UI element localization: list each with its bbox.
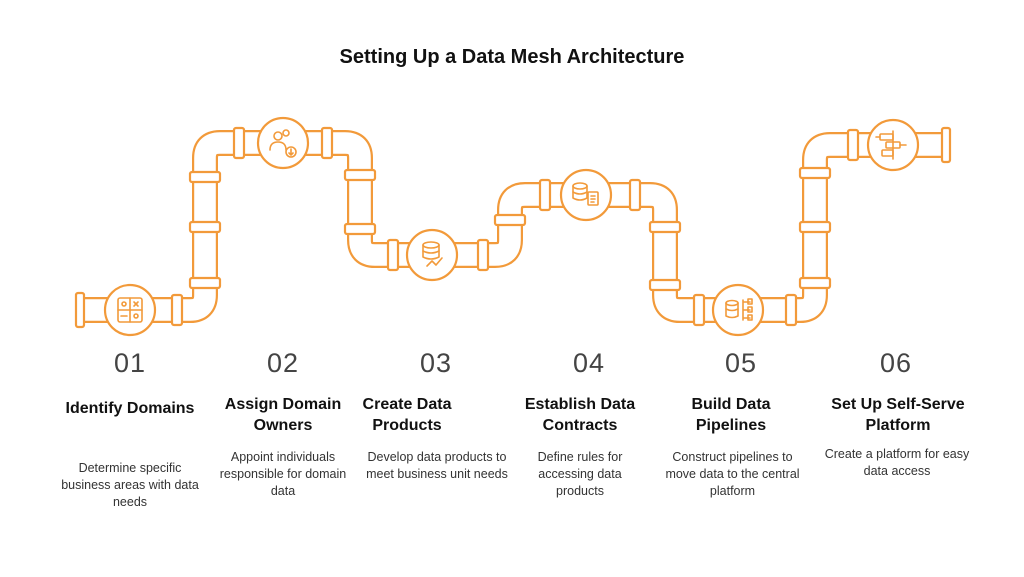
step-description: Determine specific business areas with d…	[61, 461, 199, 509]
step-description: Appoint individuals responsible for doma…	[219, 450, 347, 498]
step-number: 04	[572, 348, 606, 378]
step-description: Construct pipelines to move data to the …	[665, 450, 800, 498]
step-title: Identify Domains	[65, 400, 195, 417]
diagram-title: Setting Up a Data Mesh Architecture	[339, 46, 685, 68]
step-number: 06	[879, 348, 913, 378]
step-description: Create a platform for easy data access	[824, 447, 970, 478]
step-number: 03	[419, 348, 453, 378]
step-description: Develop data products to meet business u…	[366, 450, 508, 481]
step-title: Assign Domain Owners	[224, 396, 342, 434]
database-document-icon	[572, 182, 599, 206]
database-hierarchy-icon	[725, 298, 753, 321]
valve-03	[405, 228, 459, 282]
step-description: Define rules for accessing data products	[537, 450, 623, 498]
database-chart-icon	[422, 241, 443, 267]
step-title: Set Up Self-Serve Platform	[831, 396, 965, 434]
grid-compass-icon	[117, 297, 143, 323]
pipeline-diagram	[74, 116, 952, 337]
step-number: 05	[724, 348, 758, 378]
step-number: 01	[113, 348, 147, 378]
step-title: Create Data Products	[362, 396, 452, 434]
users-download-icon	[269, 129, 297, 158]
step-title: Establish Data Contracts	[524, 396, 636, 434]
step-title: Build Data Pipelines	[691, 396, 771, 434]
platform-sliders-icon	[875, 130, 907, 160]
step-number: 02	[266, 348, 300, 378]
valve-04	[559, 168, 613, 222]
